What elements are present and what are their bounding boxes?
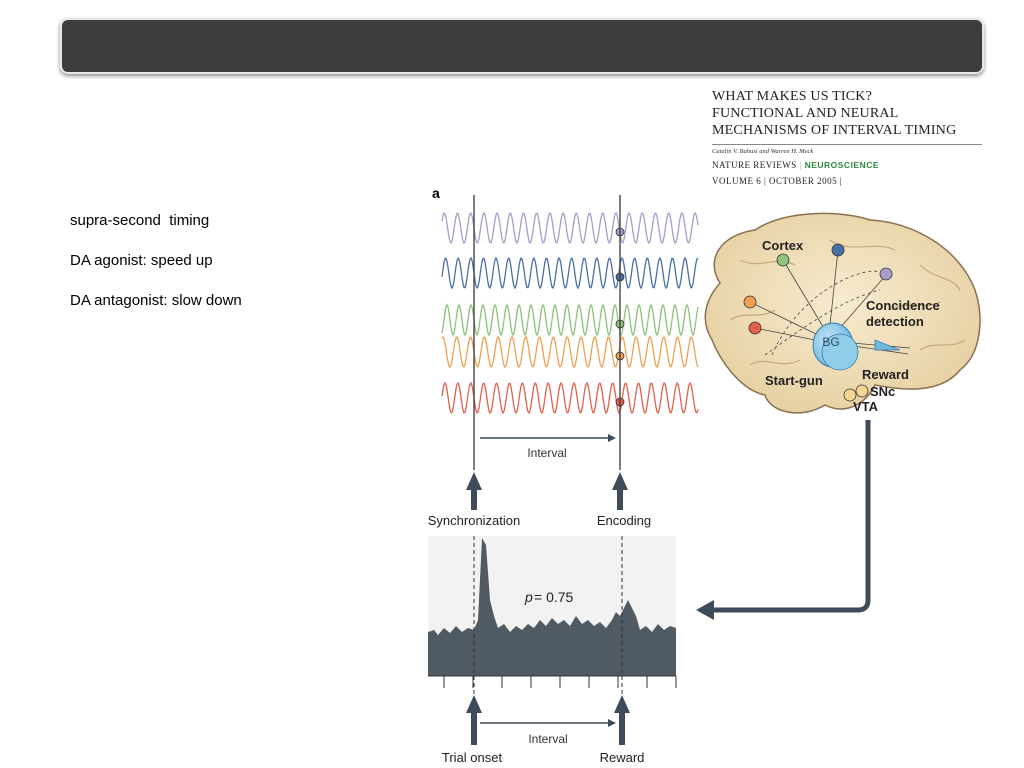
interval-arrowhead-a xyxy=(608,434,616,442)
paper-volume: VOLUME 6 | OCTOBER 2005 | xyxy=(712,176,843,186)
paper-citation: WHAT MAKES US TICK? FUNCTIONAL AND NEURA… xyxy=(712,88,982,186)
oscillator-wave xyxy=(441,303,699,337)
feedback-arrowhead xyxy=(696,600,714,620)
feedback-connector xyxy=(710,420,871,613)
bullet-list: supra-second timing DA agonist: speed up… xyxy=(70,212,242,332)
interval-arrowhead-c xyxy=(608,719,616,727)
paper-title-line: MECHANISMS OF INTERVAL TIMING xyxy=(712,123,957,138)
bullet-item: supra-second timing xyxy=(70,212,210,229)
paper-title-line: WHAT MAKES US TICK? xyxy=(712,89,873,104)
vta-label: VTA xyxy=(853,399,879,414)
snc-label: SNc xyxy=(870,384,895,399)
paper-divider xyxy=(712,144,982,145)
oscillator-wave xyxy=(441,381,699,415)
psth-histogram xyxy=(428,538,676,676)
oscillator-wave xyxy=(441,211,699,245)
p-value: = 0.75 xyxy=(534,589,574,605)
brain-gyri xyxy=(729,239,966,366)
journal-brand: NEUROSCIENCE xyxy=(804,160,880,170)
cortex-node-red xyxy=(748,321,762,335)
paper-title-line: FUNCTIONAL AND NEURAL xyxy=(712,106,899,121)
cortex-node-green xyxy=(776,253,790,267)
basal-ganglia-layer xyxy=(821,333,859,371)
reward-brain-label: Reward xyxy=(862,367,909,382)
encoding-label: Encoding xyxy=(597,513,651,528)
slide-title-bar xyxy=(60,18,984,74)
sync-label: Synchronization xyxy=(428,513,521,528)
p-symbol: p xyxy=(524,589,533,605)
oscillator-wave xyxy=(441,335,699,369)
oscillator-wave xyxy=(441,256,699,290)
start-gun-label: Start-gun xyxy=(765,373,823,388)
paper-journal: NATURE REVIEWS | NEUROSCIENCE xyxy=(712,160,880,170)
oscillator-group xyxy=(441,211,699,415)
bullet-item: DA agonist: speed up xyxy=(70,252,213,269)
brain-diagram: BG Cortex Concidence detection Reward SN… xyxy=(704,212,981,414)
bg-label: BG xyxy=(822,335,839,349)
paper-authors: Catalin V. Buhusi and Warren H. Meck xyxy=(712,148,814,155)
coincidence-label-2: detection xyxy=(866,314,924,329)
cortex-label: Cortex xyxy=(762,238,804,253)
encoding-arrow xyxy=(612,472,628,510)
trial-onset-label: Trial onset xyxy=(442,750,503,765)
journal-name: NATURE REVIEWS xyxy=(712,160,797,170)
interval-label-a: Interval xyxy=(527,446,566,460)
timing-figure: a Interval Synchronization Encoding c p … xyxy=(420,180,1020,768)
cortex-node-orange xyxy=(743,295,757,309)
cortex-node-blue xyxy=(831,243,845,257)
interval-label-c: Interval xyxy=(528,732,567,746)
cortex-node-purple xyxy=(879,267,893,281)
trial-onset-arrow xyxy=(466,695,482,745)
reward-arrow xyxy=(614,695,630,745)
snc-node xyxy=(855,384,869,398)
vta-node xyxy=(843,388,857,402)
bullet-item: DA antagonist: slow down xyxy=(70,292,242,309)
reward-label: Reward xyxy=(600,750,645,765)
brain-outline xyxy=(704,212,981,414)
coincidence-label-1: Concidence xyxy=(866,298,940,313)
figure-svg: a Interval Synchronization Encoding c p … xyxy=(428,185,981,765)
panel-a-label: a xyxy=(432,185,440,201)
paper-title: WHAT MAKES US TICK? FUNCTIONAL AND NEURA… xyxy=(712,88,982,139)
coincidence-striatal-neuron xyxy=(874,339,901,351)
sync-arrow xyxy=(466,472,482,510)
histogram-ticks xyxy=(443,676,677,688)
